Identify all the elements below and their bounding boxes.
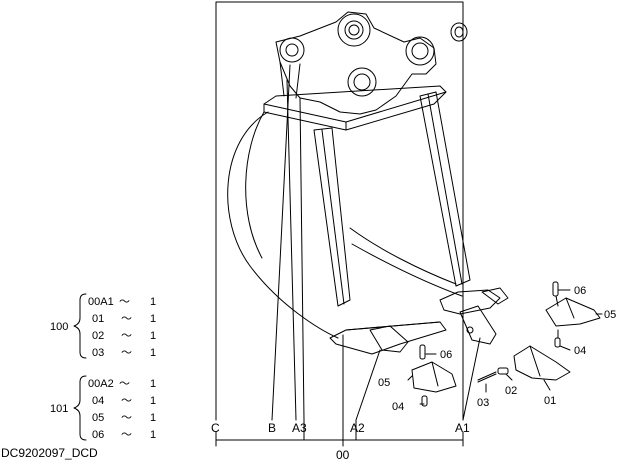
group-101-row-4-qty: 1 xyxy=(150,429,156,441)
brace-101 xyxy=(73,375,87,441)
group-101-row-1-qty: 1 xyxy=(150,378,156,390)
callout-a1: A1 xyxy=(455,421,470,435)
installed-tooth-left xyxy=(369,325,409,353)
leader-a3-1 xyxy=(286,79,297,421)
bucket-ear-plate xyxy=(275,11,437,115)
leader-a2-tooth xyxy=(355,349,381,421)
installed-tooth-center xyxy=(459,305,497,345)
part-label-01: 01 xyxy=(544,395,556,407)
pin-boss-right xyxy=(405,36,435,66)
group-100-row-3-part: 02 xyxy=(92,330,104,342)
bucket-shell xyxy=(227,111,339,339)
group-100-row-2-sep: ～ xyxy=(121,313,132,325)
lock-left-04 xyxy=(421,395,428,407)
group-101-row-4-sep: ～ xyxy=(121,429,132,441)
callout-c: C xyxy=(211,421,220,435)
group-100-row-2-qty: 1 xyxy=(150,313,156,325)
leader-b xyxy=(271,64,291,421)
group-101-row-2-part: 04 xyxy=(92,395,104,407)
assembly-bracket xyxy=(215,1,464,421)
group-101-row-1-sep: ～ xyxy=(119,378,130,390)
leader-a3-2 xyxy=(299,97,305,421)
bucket-lip-right xyxy=(439,289,501,315)
pin-boss-top xyxy=(337,13,371,47)
group-100-row-3-sep: ～ xyxy=(121,330,132,342)
tooth-01 xyxy=(513,345,571,381)
part-label-05-right: 05 xyxy=(604,309,616,321)
part-label-04-right: 04 xyxy=(574,345,586,357)
group-100-row-1-sep: ～ xyxy=(119,296,130,308)
lock-right-04 xyxy=(554,337,561,348)
bucket-side-arm-right xyxy=(419,91,471,287)
pin-boss-left xyxy=(279,37,305,63)
group-101-row-2-sep: ～ xyxy=(121,395,132,407)
pin-left-06 xyxy=(419,344,426,360)
group-101-row-1-part: 00A2 xyxy=(88,378,114,390)
pin-right-06 xyxy=(552,281,559,297)
group-100-row-3-qty: 1 xyxy=(150,330,156,342)
group-101-row-3-part: 05 xyxy=(92,412,104,424)
group-100-row-2-part: 01 xyxy=(92,313,104,325)
bucket-top-plate xyxy=(263,85,447,131)
group-101-row-3-sep: ～ xyxy=(121,412,132,424)
pin-boss-lower xyxy=(347,67,377,97)
group-100-row-4-part: 03 xyxy=(92,347,104,359)
part-label-03: 03 xyxy=(477,397,489,409)
o-ring xyxy=(450,22,468,42)
group-101-row-2-qty: 1 xyxy=(150,395,156,407)
group-100-row-1-qty: 1 xyxy=(150,296,156,308)
part-label-05-left: 05 xyxy=(378,377,390,389)
drawing-code: DC9202097_DCD xyxy=(1,446,98,460)
callout-b: B xyxy=(268,421,276,435)
group-100-row-4-sep: ～ xyxy=(121,347,132,359)
brace-100 xyxy=(73,293,87,359)
tooth-right xyxy=(545,297,601,327)
lock-02 xyxy=(497,367,509,375)
installed-tooth-right xyxy=(481,287,509,305)
part-label-06-right: 06 xyxy=(574,285,586,297)
pin-03 xyxy=(477,371,497,381)
leader-a1 xyxy=(462,337,481,421)
group-100-row-1-part: 00A1 xyxy=(88,296,114,308)
tooth-left xyxy=(411,361,457,393)
group-number-100: 100 xyxy=(50,321,68,333)
part-label-04-left: 04 xyxy=(392,401,404,413)
callout-a2: A2 xyxy=(350,421,365,435)
group-101-row-4-part: 06 xyxy=(92,429,104,441)
assembly-number: 00 xyxy=(336,448,350,461)
bucket-side-arm-left xyxy=(313,127,351,307)
group-100-row-4-qty: 1 xyxy=(150,347,156,359)
group-101-row-3-qty: 1 xyxy=(150,412,156,424)
part-label-06-left: 06 xyxy=(440,349,452,361)
callout-a3: A3 xyxy=(292,421,307,435)
part-label-02: 02 xyxy=(505,385,517,397)
group-number-101: 101 xyxy=(50,403,68,415)
